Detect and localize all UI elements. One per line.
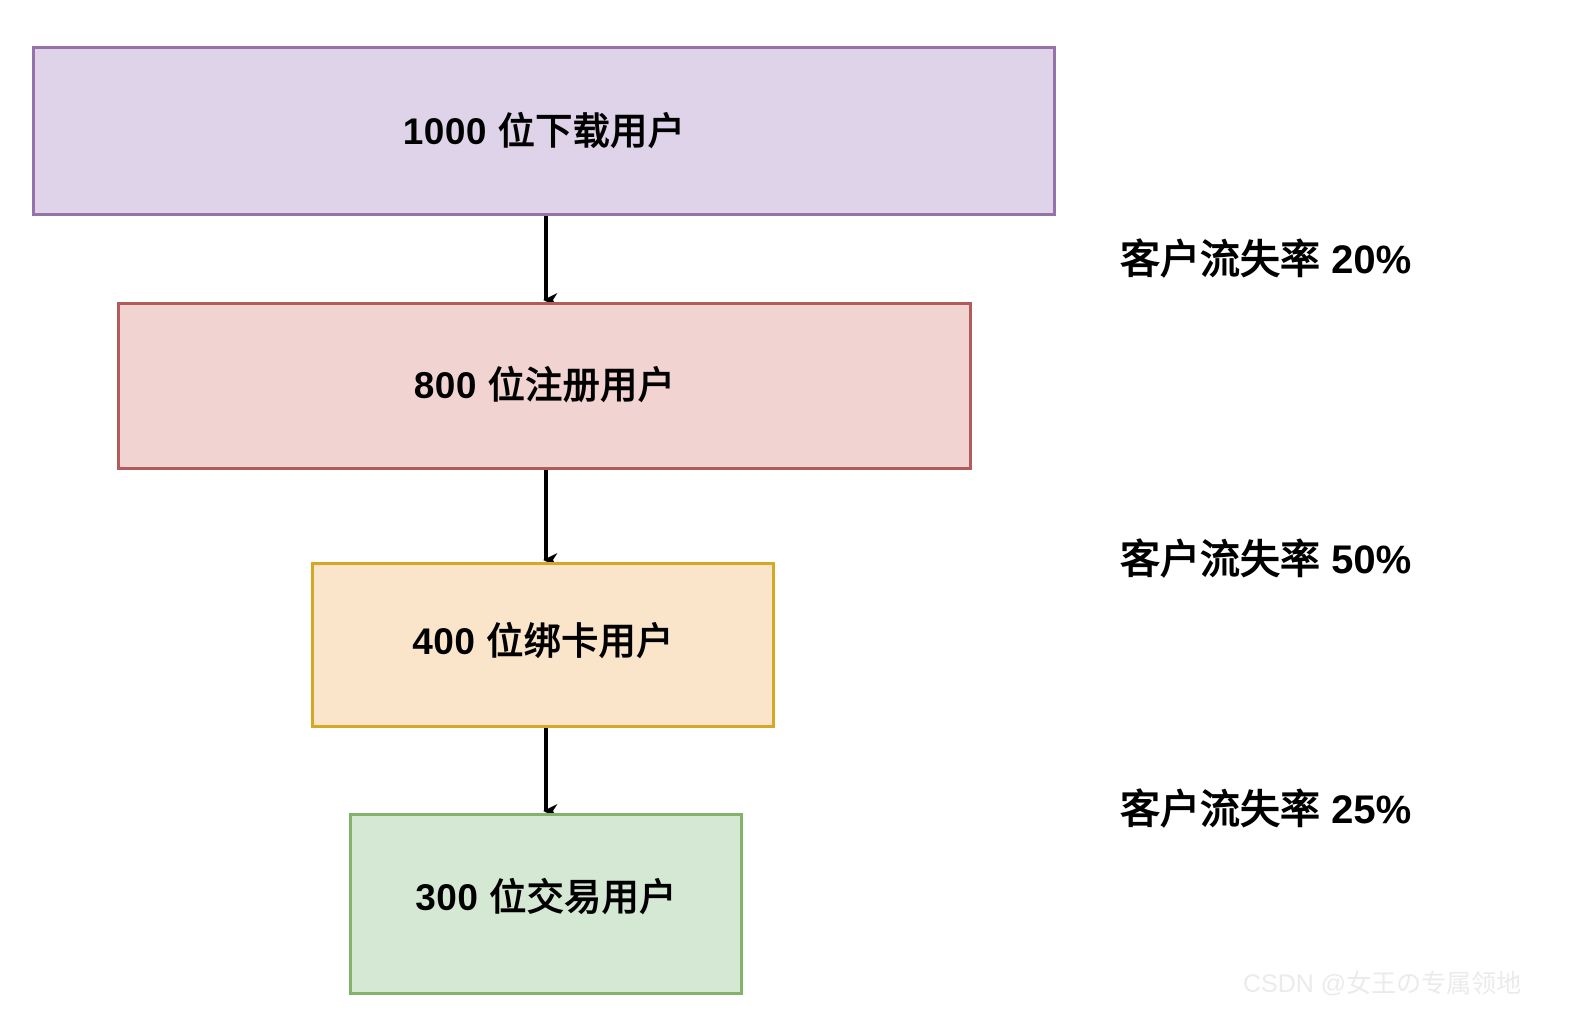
churn-rate-note-2: 客户流失率 50% [1120, 538, 1412, 582]
watermark-text: CSDN @女王の专属领地 [1243, 970, 1522, 998]
funnel-stage-registered-users[interactable]: 800 位注册用户 [117, 302, 972, 470]
funnel-stage-label: 400 位绑卡用户 [412, 621, 674, 662]
funnel-stage-transacting-users[interactable]: 300 位交易用户 [349, 813, 743, 995]
funnel-stage-label: 1000 位下载用户 [402, 111, 686, 152]
funnel-stage-label: 800 位注册用户 [413, 365, 676, 406]
churn-rate-note-1: 客户流失率 20% [1120, 238, 1412, 282]
funnel-stage-download-users[interactable]: 1000 位下载用户 [32, 46, 1056, 216]
churn-rate-note-3: 客户流失率 25% [1120, 788, 1412, 832]
funnel-stage-label: 300 位交易用户 [415, 877, 677, 918]
funnel-stage-card-bound-users[interactable]: 400 位绑卡用户 [311, 562, 775, 728]
